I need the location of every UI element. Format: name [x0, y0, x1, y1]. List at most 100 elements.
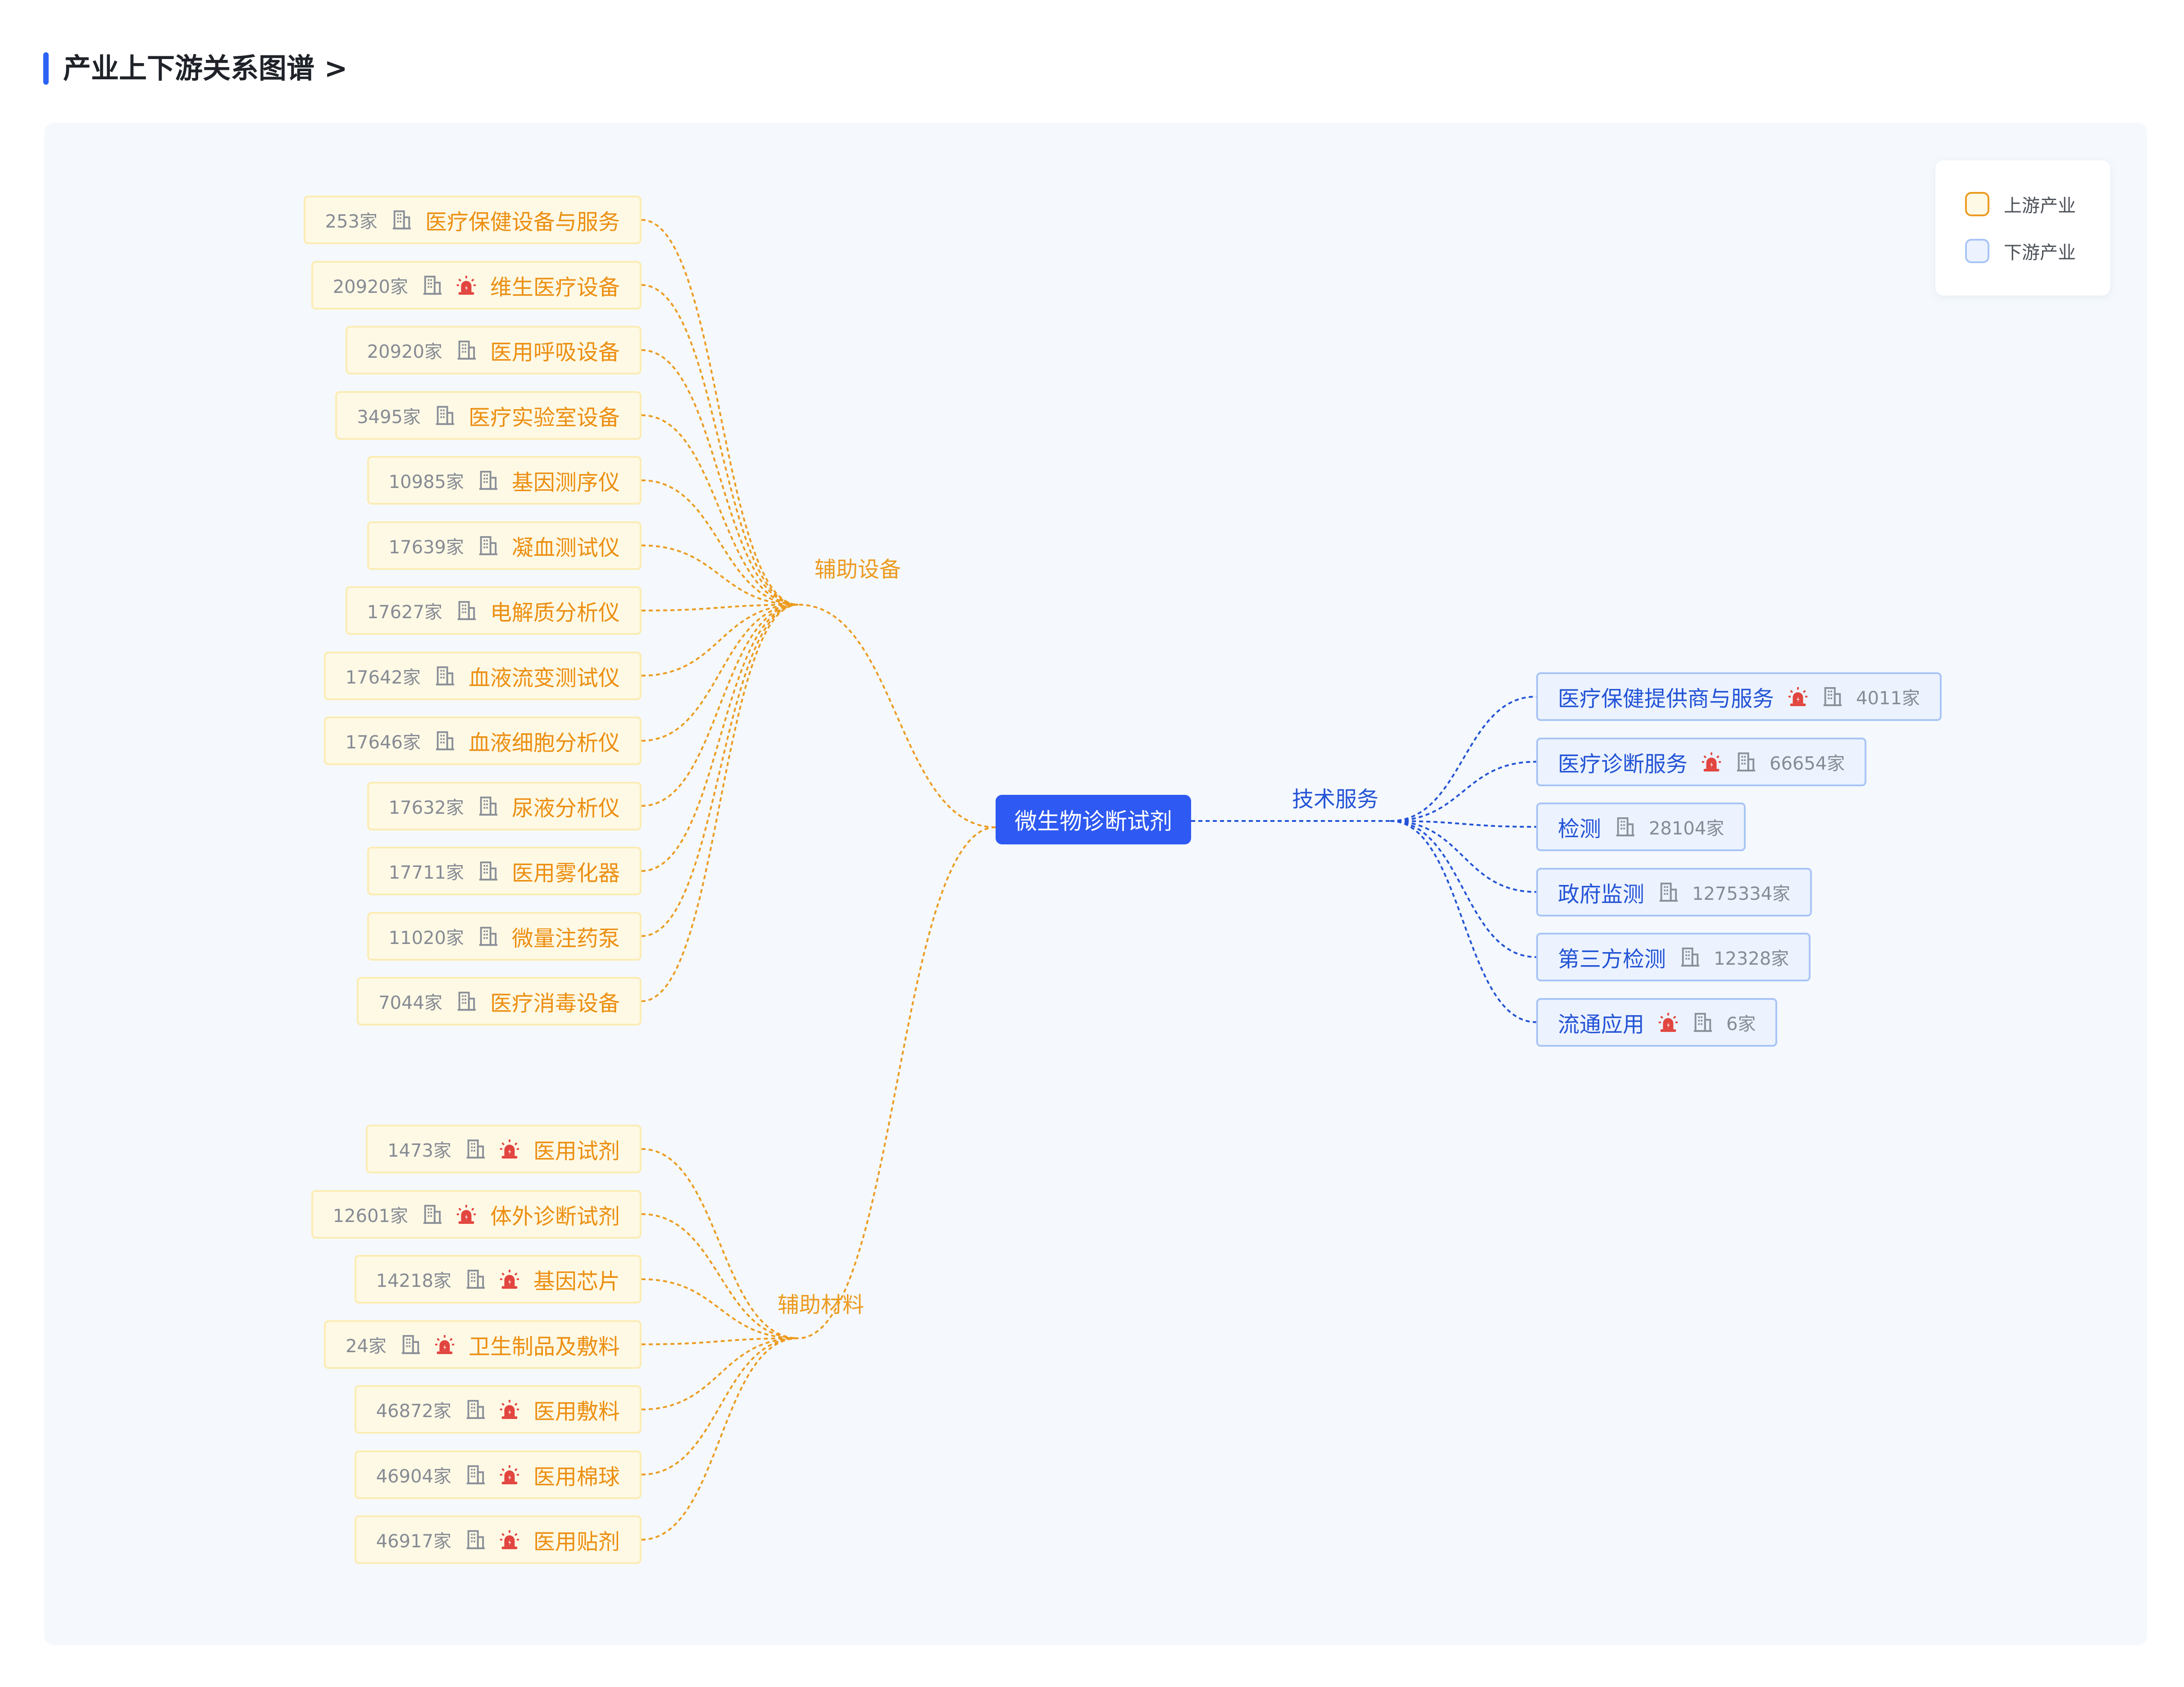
- legend-upstream: 上游产业: [1965, 191, 2076, 217]
- building-icon: [436, 406, 455, 425]
- company-count: 12328家: [1714, 948, 1789, 969]
- equipment-link: [641, 414, 799, 606]
- trunk-equipment-link: [798, 604, 996, 828]
- page-title[interactable]: 产业上下游关系图谱 >: [63, 52, 348, 85]
- industry-label: 微量注药泵: [511, 926, 620, 951]
- equipment-link: [641, 349, 799, 606]
- company-count: 1473家: [387, 1140, 451, 1161]
- building-icon: [457, 601, 476, 620]
- service-node[interactable]: 第三方检测 12328家: [1536, 933, 1811, 981]
- alarm-icon: [500, 1465, 519, 1484]
- equipment-node[interactable]: 11020家微量注药泵: [367, 912, 642, 961]
- materials-link: [641, 1337, 799, 1410]
- title-accent-bar: [43, 52, 49, 85]
- industry-label: 医用呼吸设备: [490, 340, 620, 365]
- services-link: [1390, 820, 1537, 1023]
- equipment-node[interactable]: 17627家电解质分析仪: [345, 586, 642, 635]
- company-count: 17632家: [388, 797, 464, 818]
- equipment-link: [641, 604, 799, 677]
- category-equipment-label[interactable]: 辅助设备: [814, 557, 901, 582]
- materials-link: [641, 1337, 799, 1541]
- equipment-node[interactable]: 20920家维生医疗设备: [311, 260, 642, 310]
- equipment-link: [641, 604, 799, 611]
- company-count: 6家: [1726, 1013, 1756, 1035]
- company-count: 28104家: [1649, 818, 1724, 839]
- building-icon: [479, 861, 498, 881]
- materials-node[interactable]: 24家卫生制品及敷料: [324, 1320, 642, 1369]
- alarm-icon: [500, 1530, 519, 1550]
- services-link: [1390, 820, 1537, 893]
- alarm-icon: [500, 1400, 519, 1419]
- building-icon: [1693, 1012, 1712, 1032]
- company-count: 17711家: [388, 862, 464, 883]
- building-icon: [466, 1400, 485, 1419]
- industry-label: 医疗实验室设备: [468, 405, 620, 430]
- industry-label: 医用棉球: [533, 1464, 620, 1490]
- equipment-node[interactable]: 253家医疗保健设备与服务: [303, 196, 642, 244]
- building-icon: [1737, 752, 1756, 771]
- company-count: 24家: [346, 1336, 387, 1357]
- building-icon: [457, 991, 476, 1011]
- industry-label: 医用试剂: [533, 1139, 620, 1164]
- equipment-node[interactable]: 17632家尿液分析仪: [367, 781, 642, 830]
- industry-label: 医疗诊断服务: [1558, 751, 1688, 777]
- industry-label: 体外诊断试剂: [490, 1204, 620, 1229]
- materials-node[interactable]: 12601家体外诊断试剂: [311, 1190, 642, 1239]
- trunk-materials-link: [798, 826, 996, 1339]
- equipment-node[interactable]: 20920家医用呼吸设备: [345, 326, 642, 374]
- equipment-node[interactable]: 17639家凝血测试仪: [367, 521, 642, 570]
- building-icon: [1616, 817, 1635, 837]
- industry-label: 医疗消毒设备: [490, 991, 620, 1016]
- equipment-node[interactable]: 17646家血液细胞分析仪: [323, 716, 642, 765]
- company-count: 253家: [325, 211, 378, 232]
- equipment-node[interactable]: 17711家 医用雾化器: [367, 847, 642, 895]
- equipment-node[interactable]: 10985家基因测序仪: [367, 456, 642, 505]
- building-icon: [423, 1204, 442, 1224]
- equipment-node[interactable]: 17642家血液流变测试仪: [323, 651, 642, 700]
- building-icon: [466, 1530, 485, 1550]
- industry-label: 检测: [1558, 816, 1602, 842]
- equipment-node[interactable]: 7044家医疗消毒设备: [357, 977, 642, 1026]
- company-count: 1275334家: [1692, 883, 1791, 904]
- building-icon: [479, 926, 498, 946]
- company-count: 46872家: [376, 1401, 451, 1422]
- company-count: 17642家: [345, 667, 421, 688]
- alarm-icon: [435, 1335, 455, 1354]
- building-icon: [466, 1465, 485, 1484]
- industry-label: 第三方检测: [1558, 947, 1666, 972]
- materials-node[interactable]: 46904家医用棉球: [354, 1450, 642, 1499]
- building-icon: [479, 536, 498, 555]
- equipment-node[interactable]: 3495家医疗实验室设备: [335, 391, 642, 440]
- services-link: [1390, 820, 1537, 828]
- building-icon: [466, 1139, 485, 1159]
- category-services-label[interactable]: 技术服务: [1292, 787, 1379, 812]
- service-node[interactable]: 检测 28104家: [1536, 802, 1746, 851]
- industry-label: 医用雾化器: [511, 861, 620, 886]
- company-count: 46917家: [376, 1531, 451, 1552]
- materials-link: [641, 1337, 799, 1476]
- building-icon: [436, 666, 455, 685]
- building-icon: [479, 796, 498, 816]
- industry-label: 电解质分析仪: [490, 600, 620, 625]
- category-materials-label[interactable]: 辅助材料: [778, 1292, 864, 1318]
- materials-node[interactable]: 14218家基因芯片: [354, 1255, 642, 1304]
- services-link: [1390, 761, 1537, 822]
- company-count: 4011家: [1856, 688, 1920, 709]
- materials-node[interactable]: 46872家医用敷料: [354, 1385, 642, 1434]
- materials-node[interactable]: 1473家 医用试剂: [366, 1125, 642, 1173]
- legend-downstream-swatch: [1965, 239, 1989, 263]
- building-icon: [479, 470, 498, 490]
- building-icon: [457, 340, 476, 360]
- building-icon: [436, 731, 455, 751]
- materials-node[interactable]: 46917家医用贴剂: [354, 1515, 642, 1564]
- company-count: 17646家: [345, 732, 421, 753]
- center-node[interactable]: 微生物诊断试剂: [996, 795, 1191, 844]
- alarm-icon: [456, 275, 476, 295]
- industry-label: 维生医疗设备: [490, 274, 620, 300]
- equipment-link: [641, 604, 799, 937]
